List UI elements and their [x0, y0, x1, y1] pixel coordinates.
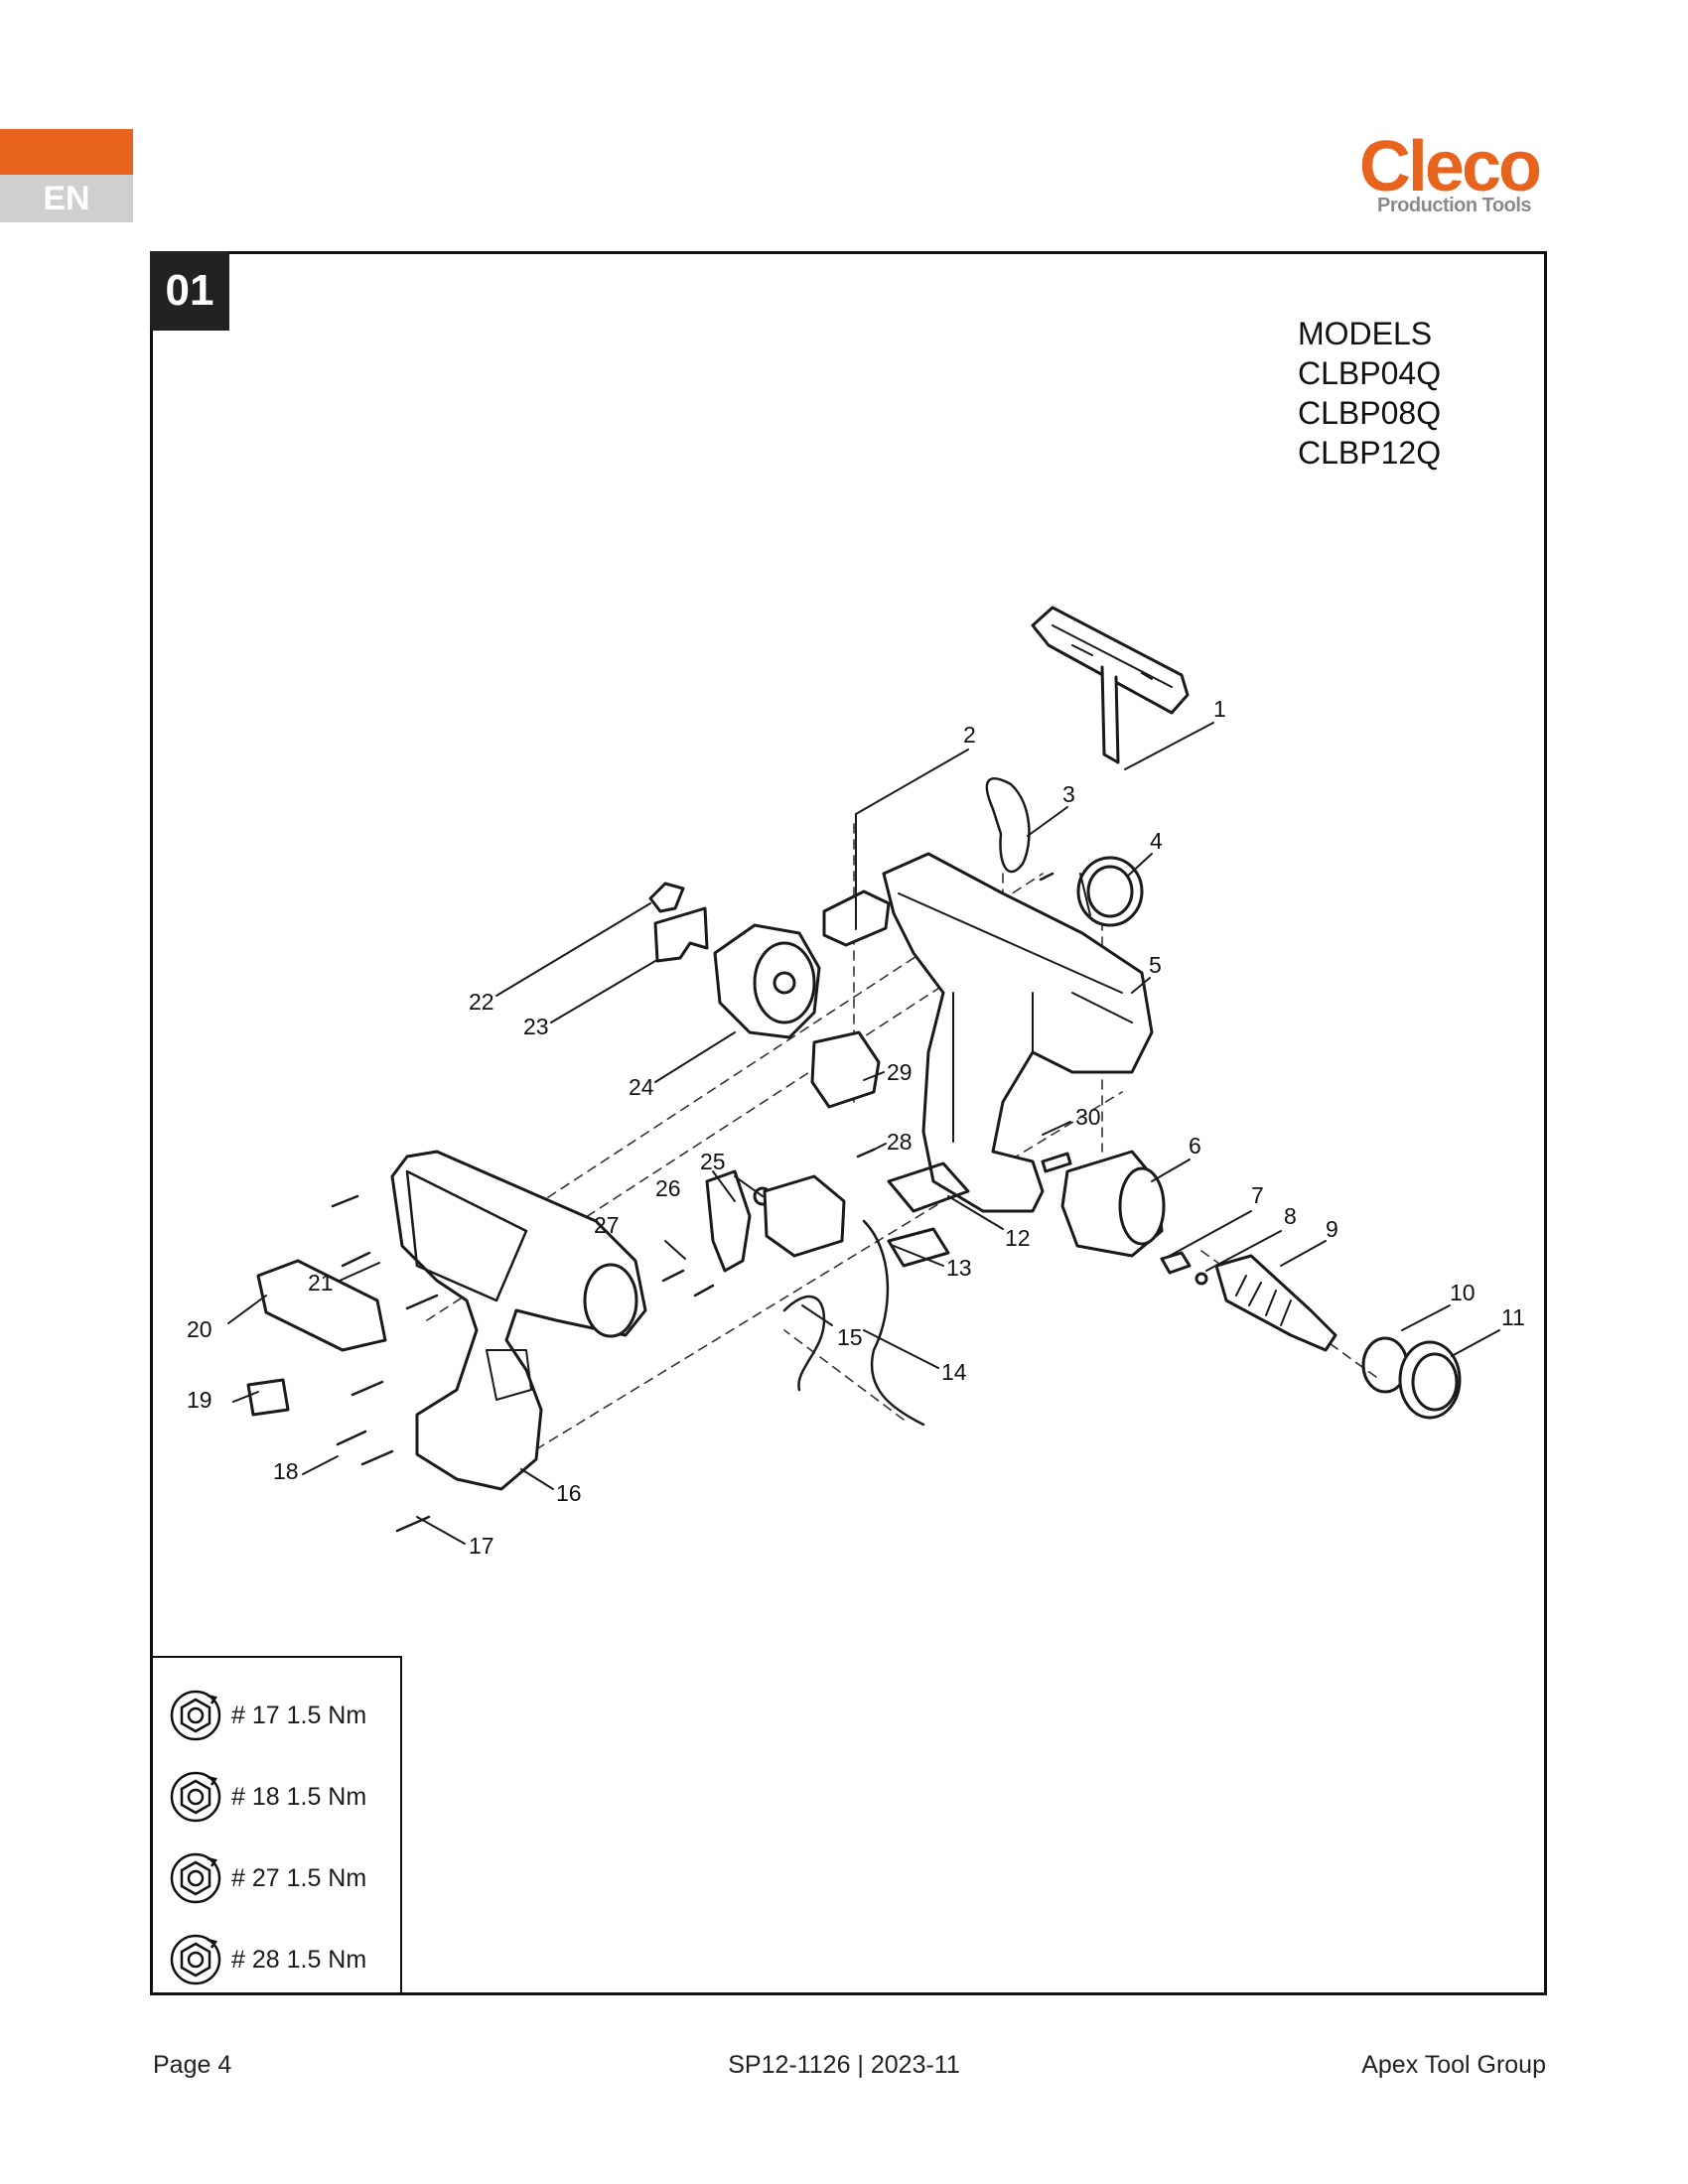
callout-21: 21 [308, 1270, 334, 1296]
ring-part [1076, 856, 1144, 927]
document-id: SP12-1126 | 2023-11 [728, 2051, 960, 2079]
callout-13: 13 [946, 1255, 972, 1281]
torque-spec-row: # 28 1.5 Nm [168, 1930, 366, 1989]
diagram-frame [150, 251, 1547, 1995]
models-heading: MODELS [1298, 316, 1433, 351]
torque-nut-icon [170, 1771, 221, 1823]
pcb-part [763, 1174, 846, 1258]
callout-10: 10 [1450, 1280, 1476, 1305]
gear-housing-part [1060, 1150, 1166, 1258]
callout-7: 7 [1251, 1182, 1264, 1208]
callout-2: 2 [963, 722, 976, 748]
nose-ring-part [1398, 1340, 1462, 1420]
language-label: EN [43, 180, 90, 217]
callout-9: 9 [1326, 1216, 1338, 1242]
callout-6: 6 [1189, 1133, 1201, 1159]
callout-12: 12 [1005, 1225, 1031, 1251]
callout-22: 22 [469, 989, 494, 1015]
cable-part [782, 1295, 826, 1392]
torque-spec-label: # 18 1.5 Nm [231, 1782, 367, 1811]
callout-8: 8 [1284, 1203, 1297, 1229]
callout-5: 5 [1149, 952, 1162, 978]
spindle-part [1214, 1254, 1337, 1352]
torque-nut-icon [170, 1690, 221, 1741]
callout-28: 28 [887, 1129, 913, 1155]
torque-spec-row: # 18 1.5 Nm [168, 1767, 366, 1827]
callout-4: 4 [1150, 828, 1163, 854]
torque-nut-icon [170, 1934, 221, 1985]
callout-3: 3 [1062, 781, 1075, 807]
callout-25: 25 [700, 1149, 726, 1174]
clip-part [648, 882, 685, 913]
nameplate-part [256, 1259, 387, 1352]
bracket-part [705, 1169, 752, 1273]
callout-17: 17 [469, 1533, 494, 1559]
callout-27: 27 [594, 1212, 620, 1238]
label-12-part [887, 1161, 970, 1213]
switch-part [810, 1030, 881, 1109]
torque-spec-label: # 17 1.5 Nm [231, 1701, 367, 1729]
tool-body-part [390, 1150, 647, 1491]
callout-29: 29 [887, 1059, 913, 1085]
section-number: 01 [150, 251, 229, 331]
label-19-part [246, 1378, 290, 1417]
company-name: Apex Tool Group [1361, 2051, 1546, 2079]
language-bar [0, 175, 133, 222]
model-item: CLBP04Q [1298, 355, 1442, 391]
t-handle-key-part [1031, 606, 1190, 764]
torque-spec-label: # 27 1.5 Nm [231, 1863, 367, 1892]
model-item: CLBP08Q [1298, 395, 1442, 431]
callout-26: 26 [655, 1175, 681, 1201]
language-bar-accent [0, 129, 133, 175]
torque-spec-row: # 17 1.5 Nm [168, 1686, 366, 1745]
torque-spec-table: # 17 1.5 Nm # 18 1.5 Nm # 27 1.5 Nm # 28… [150, 1656, 402, 1995]
torque-spec-row: # 27 1.5 Nm [168, 1848, 366, 1908]
models-list: MODELS CLBP04Q CLBP08Q CLBP12Q [1298, 314, 1441, 473]
callout-11: 11 [1501, 1304, 1525, 1330]
housing-half-part [882, 852, 1154, 1213]
model-item: CLBP12Q [1298, 435, 1442, 471]
page-number: Page 4 [153, 2051, 232, 2079]
callout-1: 1 [1213, 696, 1226, 722]
torque-nut-icon [170, 1852, 221, 1904]
lanyard-part [985, 777, 1031, 874]
callout-30: 30 [1075, 1104, 1101, 1130]
brand-name: Cleco [1358, 127, 1542, 206]
shield-plate-part [653, 906, 709, 963]
callout-19: 19 [187, 1387, 212, 1413]
callout-14: 14 [941, 1359, 967, 1385]
sensor-part [1160, 1251, 1192, 1275]
callout-18: 18 [273, 1458, 299, 1484]
brand-logo: Cleco Production Tools [1281, 127, 1542, 218]
callout-23: 23 [523, 1014, 549, 1039]
callout-24: 24 [629, 1074, 654, 1100]
callout-20: 20 [187, 1316, 212, 1342]
callout-16: 16 [556, 1480, 582, 1506]
wire-harness-part [862, 1219, 925, 1427]
label-13-part [887, 1227, 950, 1268]
screw-parts [331, 872, 1055, 1533]
label-30-part [1041, 1152, 1072, 1173]
pin-part [1195, 1272, 1208, 1286]
brand-tagline: Production Tools [1377, 195, 1531, 216]
motor-part [713, 923, 821, 1039]
callout-15: 15 [837, 1324, 863, 1350]
torque-spec-label: # 28 1.5 Nm [231, 1945, 367, 1974]
